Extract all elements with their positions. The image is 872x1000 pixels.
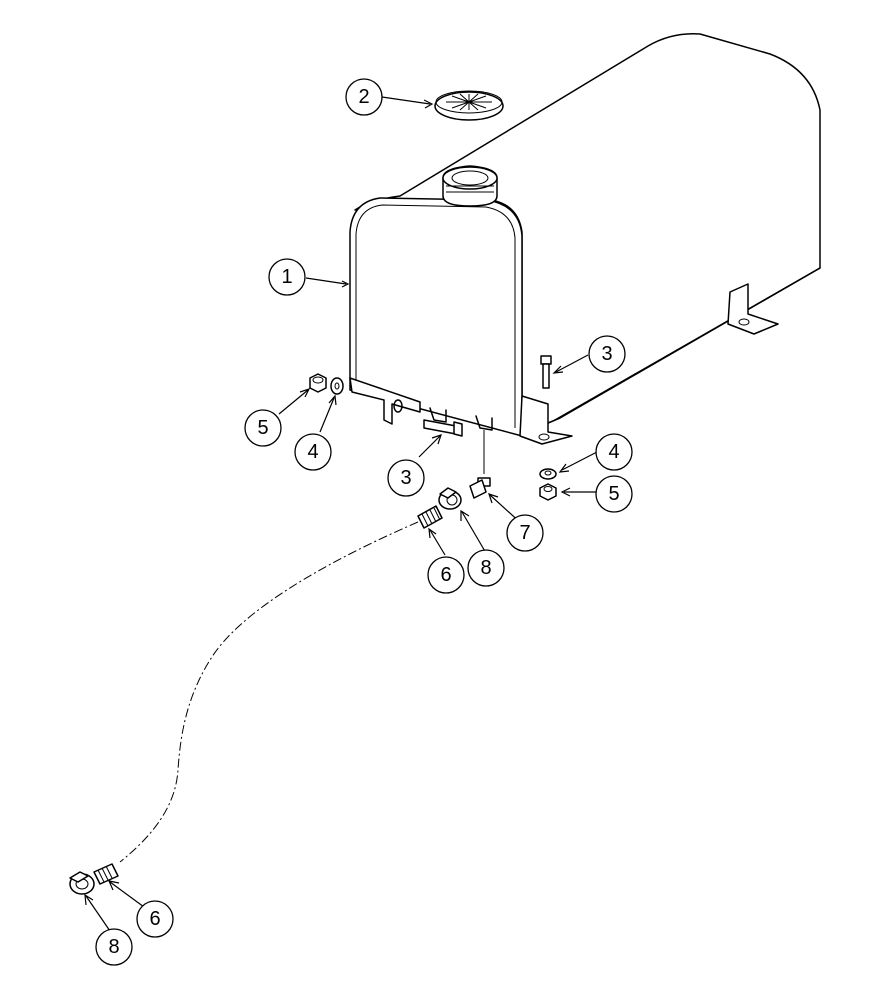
callout-4-right: 4 (595, 433, 633, 471)
callout-label: 4 (608, 441, 619, 463)
callout-8-lower: 8 (95, 928, 133, 966)
bolt-left (423, 419, 463, 437)
callout-3-left: 3 (387, 459, 425, 497)
washer-right (539, 468, 557, 480)
callout-6-lower: 6 (136, 900, 174, 938)
callout-label: 2 (358, 86, 369, 108)
clamp-lower (69, 871, 95, 895)
callout-label: 8 (480, 557, 491, 579)
nut-right (539, 483, 557, 501)
callout-4-left: 4 (294, 433, 332, 471)
washer-left (330, 377, 344, 395)
callout-label: 1 (281, 266, 292, 288)
elbow-fitting (469, 430, 491, 499)
callout-8-upper: 8 (467, 549, 505, 587)
nut-left (309, 373, 327, 393)
fitting-upper (417, 505, 443, 529)
fuel-tank (349, 33, 821, 445)
clamp-upper (438, 487, 462, 510)
callout-label: 7 (519, 522, 530, 544)
callout-label: 6 (149, 908, 160, 930)
hose-line (119, 521, 419, 863)
bolt-right (540, 355, 552, 389)
filler-cap (434, 90, 504, 121)
callout-label: 5 (257, 417, 268, 439)
callout-label: 3 (400, 467, 411, 489)
callout-7: 7 (506, 514, 544, 552)
callout-label: 3 (601, 343, 612, 365)
callout-label: 5 (608, 483, 619, 505)
callout-2: 2 (345, 78, 383, 116)
callout-label: 8 (108, 936, 119, 958)
callout-label: 4 (307, 441, 318, 463)
callout-1: 1 (268, 258, 306, 296)
callout-label: 6 (440, 564, 451, 586)
fitting-lower (93, 863, 119, 885)
callout-6-upper: 6 (427, 556, 465, 594)
callout-5-left: 5 (244, 409, 282, 447)
callout-3-right: 3 (588, 335, 626, 373)
callout-5-right: 5 (595, 475, 633, 513)
